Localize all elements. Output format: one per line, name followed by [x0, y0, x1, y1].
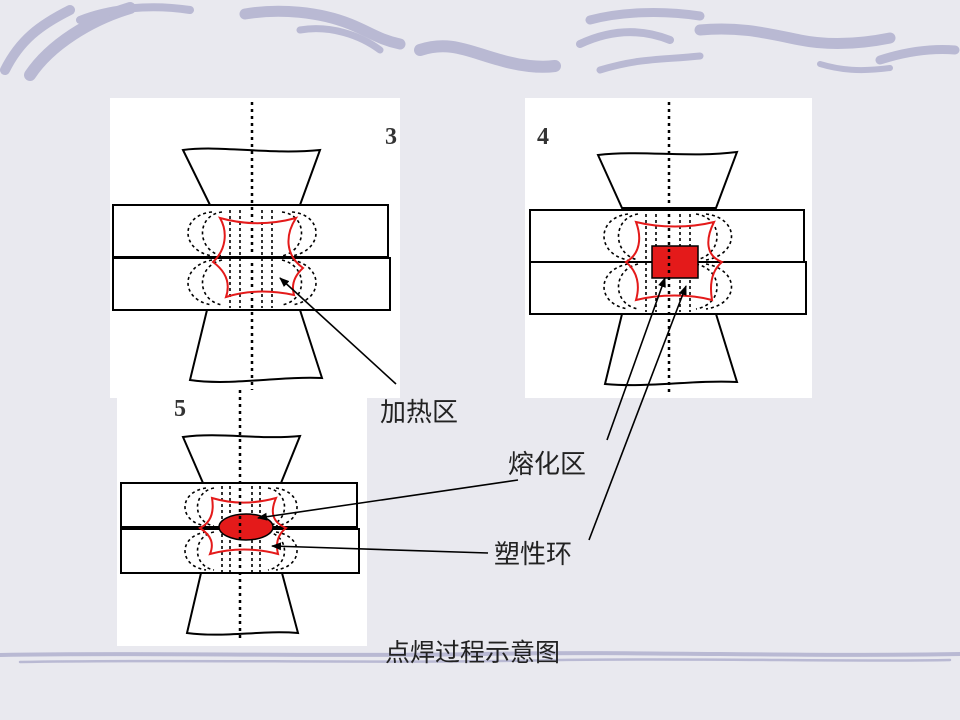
decorative-banner — [0, 2, 960, 81]
stage-3-drawing — [112, 102, 391, 390]
label-heating-zone: 加热区 — [380, 398, 459, 428]
stage-3-upper-sheet — [112, 204, 389, 258]
leader-plastic-ring-stage-4 — [588, 285, 687, 541]
leader-melting-zone-stage-4 — [606, 277, 666, 441]
stage-3-lower-electrode — [188, 309, 324, 383]
stage-3-dashed-field — [187, 210, 317, 308]
stage-5-lower-electrode — [185, 572, 300, 636]
diagram-caption: 点焊过程示意图 — [385, 638, 561, 667]
stage-4-upper-electrode — [596, 150, 739, 209]
stage-4-melting-nugget — [651, 245, 699, 279]
label-plastic-ring: 塑性环 — [494, 540, 573, 570]
stage-5-plastic-ring-outline — [198, 496, 288, 556]
leader-plastic-ring-stage-5 — [271, 542, 489, 554]
stage-5-drawing — [120, 390, 360, 642]
stage-3-heating-zone-outline — [211, 216, 305, 299]
stage-4-number: 4 — [537, 124, 549, 150]
stage-4-drawing — [529, 102, 807, 392]
stage-5-upper-electrode — [181, 434, 302, 484]
stage-4-lower-electrode — [603, 313, 739, 387]
leader-melting-zone-stage-5 — [257, 479, 519, 521]
label-melting-zone: 熔化区 — [508, 450, 587, 480]
leader-heating-zone — [279, 277, 397, 385]
stage-3-number: 3 — [385, 124, 397, 150]
stage-5-number: 5 — [174, 396, 186, 422]
stage-4-plastic-ring-outline — [624, 220, 724, 302]
stage-3-upper-electrode — [181, 147, 322, 206]
